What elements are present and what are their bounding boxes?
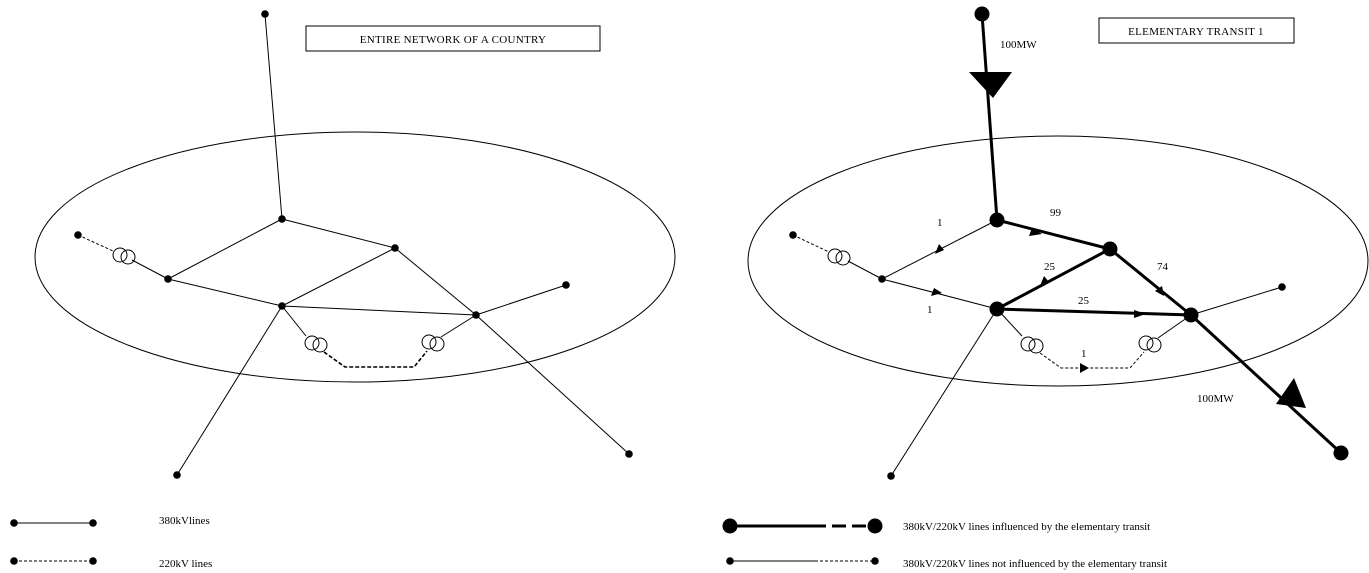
node <box>391 244 399 252</box>
flow-label-b-c: 74 <box>1157 261 1169 273</box>
node <box>164 275 172 283</box>
transformer-icon <box>421 334 445 352</box>
country-boundary-right <box>747 135 1369 387</box>
node <box>1333 445 1349 461</box>
flow-label-center-c: 25 <box>1078 295 1090 307</box>
node <box>989 212 1005 228</box>
node <box>278 302 286 310</box>
power-injection-arrow-icon <box>969 72 1012 98</box>
transformer-icon <box>112 247 136 265</box>
node <box>278 215 286 223</box>
right-title-box <box>1098 17 1295 44</box>
legend-not-influenced-label: 380kV/220kV lines not influenced by the … <box>903 558 1167 570</box>
transformer-icon <box>304 335 328 353</box>
legend-220kv-sample <box>10 557 97 565</box>
flow-arrow-icon <box>931 288 942 296</box>
node <box>878 275 886 283</box>
node <box>562 281 570 289</box>
flow-arrow-icon <box>1080 363 1089 373</box>
transformer-icon <box>827 248 851 266</box>
node <box>887 472 895 480</box>
flow-arrow-icon <box>1134 310 1146 318</box>
lines-220kv-right <box>792 234 830 253</box>
lines-influenced-right <box>980 13 1343 455</box>
node <box>261 10 269 18</box>
node <box>789 231 797 239</box>
flow-arrow-icon <box>1029 228 1042 236</box>
legend-left: 380kVlines 220kV lines <box>10 515 212 570</box>
node <box>625 450 633 458</box>
flow-label-trafo-path: 1 <box>1081 348 1087 360</box>
flow-label-a-b: 99 <box>1050 207 1062 219</box>
legend-220kv-label: 220kV lines <box>159 558 212 570</box>
node <box>974 6 990 22</box>
right-title: ELEMENTARY TRANSIT 1 <box>1128 26 1264 38</box>
node <box>1183 307 1199 323</box>
lines-220kv-left <box>77 234 114 252</box>
node <box>1278 283 1286 291</box>
nodes-right <box>789 6 1349 480</box>
right-panel: ELEMENTARY TRANSIT 1 <box>747 6 1369 480</box>
transformer-icon <box>1138 335 1162 353</box>
input-power-label: 100MW <box>1000 39 1037 51</box>
node <box>173 471 181 479</box>
node <box>1102 241 1118 257</box>
flow-label-b-center: 25 <box>1044 261 1056 273</box>
node <box>989 301 1005 317</box>
flow-arrows <box>931 228 1164 373</box>
node <box>472 311 480 319</box>
legend-right: 380kV/220kV lines influenced by the elem… <box>722 518 1167 570</box>
legend-influenced-label: 380kV/220kV lines influenced by the elem… <box>903 521 1150 533</box>
country-boundary-left <box>34 131 676 383</box>
left-title-box <box>305 25 601 52</box>
flow-arrow-icon <box>1040 276 1049 286</box>
flow-label-w-center: 1 <box>927 304 933 316</box>
legend-380kv-label: 380kVlines <box>159 515 210 527</box>
left-panel: ENTIRE NETWORK OF A COUNTRY <box>34 10 676 479</box>
output-power-label: 100MW <box>1197 393 1234 405</box>
flow-label-hub-w: 1 <box>937 217 943 229</box>
flow-arrow-icon <box>935 244 944 254</box>
legend-380kv-sample <box>10 519 97 527</box>
line-220kv-trafo-path-right <box>1039 351 1145 369</box>
legend-not-influenced-sample <box>726 557 879 565</box>
power-withdrawal-arrow-icon <box>1276 378 1306 408</box>
transformer-icon <box>1020 336 1044 354</box>
line-220kv-trafo-path-left <box>323 350 428 368</box>
flow-arrow-icon <box>1155 286 1164 296</box>
lines-380kv-left <box>131 13 630 476</box>
legend-influenced-sample <box>722 518 883 534</box>
left-title: ENTIRE NETWORK OF A COUNTRY <box>360 34 547 46</box>
node <box>74 231 82 239</box>
nodes-left <box>74 10 633 479</box>
lines-not-influenced-right <box>847 219 1283 477</box>
